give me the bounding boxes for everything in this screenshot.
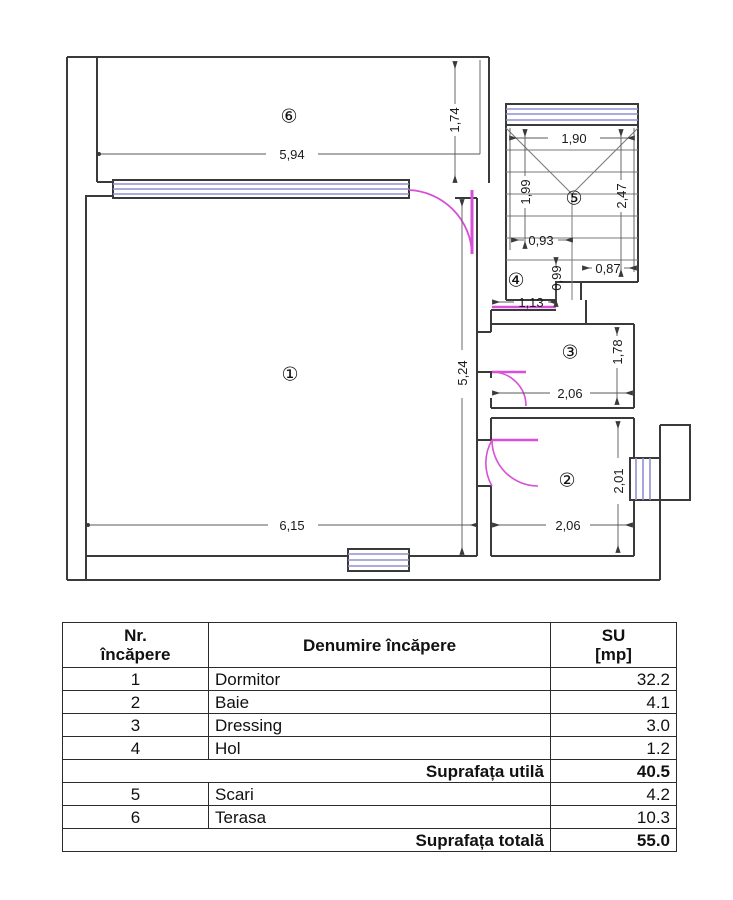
cell-su: 4.1	[550, 690, 677, 715]
subtotal-spacer	[62, 759, 209, 784]
exterior-walls	[66, 56, 691, 581]
dimension-label: 0,87	[595, 261, 620, 276]
floor-plan-drawing: 5,94 1,74 1,90 1,99 2,47 0,93 0,87 0,99 …	[66, 56, 691, 581]
door-swing-arc-dressing	[477, 370, 527, 407]
room-number-circle-6: ⑥	[280, 107, 297, 128]
dimension-label: 1,13	[518, 295, 543, 310]
dimension-label: 1,78	[610, 339, 625, 364]
cell-nr: 4	[62, 736, 209, 761]
table-row: 6 Terasa 10.3	[62, 805, 677, 830]
table-row: 2 Baie 4.1	[62, 690, 677, 715]
cell-su: 32.2	[550, 667, 677, 692]
cell-nr: 2	[62, 690, 209, 715]
table-header: Nr. încăpere Denumire încăpere SU [mp]	[62, 621, 677, 669]
bedroom-bottom-window	[347, 548, 410, 572]
header-nr: Nr. încăpere	[62, 621, 209, 669]
cell-su: 1.2	[550, 736, 677, 761]
dressing-walls	[476, 323, 635, 409]
dimension-lines	[86, 60, 637, 555]
dimension-label: 0,93	[528, 233, 553, 248]
cell-name: Hol	[208, 736, 551, 761]
dimension-label: 5,24	[455, 360, 470, 385]
header-su-line1: SU	[601, 626, 626, 645]
header-nr-line1: Nr.	[124, 626, 147, 645]
cell-name: Scari	[208, 782, 551, 807]
room-number-circle-1: ①	[281, 365, 298, 386]
dimension-label: 2,06	[555, 518, 580, 533]
cell-name: Baie	[208, 690, 551, 715]
header-name: Denumire încăpere	[208, 621, 551, 669]
header-row: Nr. încăpere Denumire încăpere SU [mp]	[62, 621, 677, 669]
dimension-labels: 5,94 1,74 1,90 1,99 2,47 0,93 0,87 0,99 …	[279, 107, 629, 533]
room-number-markers: ① ② ③ ④ ⑤ ⑥	[280, 107, 582, 492]
room-table: Nr. încăpere Denumire încăpere SU [mp] 1…	[62, 621, 677, 853]
table-row: 4 Hol 1.2	[62, 736, 677, 761]
dimension-label: 1,99	[518, 179, 533, 204]
dimension-label: 2,01	[611, 468, 626, 493]
room-number-circle-3: ③	[561, 343, 578, 364]
header-su: SU [mp]	[550, 621, 677, 669]
table-row: 3 Dressing 3.0	[62, 713, 677, 738]
cell-nr: 1	[62, 667, 209, 692]
room-schedule-table: Nr. încăpere Denumire încăpere SU [mp] 1…	[62, 621, 677, 853]
subtotal-value: 40.5	[550, 759, 677, 784]
stairwell-window	[505, 103, 639, 126]
total-value: 55.0	[550, 828, 677, 853]
dimension-label: 1,90	[561, 131, 586, 146]
dimension-label: 2,06	[557, 386, 582, 401]
cell-nr: 6	[62, 805, 209, 830]
door-swing-arc-baie	[485, 438, 539, 487]
total-row: Suprafața totală 55.0	[62, 828, 677, 853]
dimension-label: 6,15	[279, 518, 304, 533]
table-row: 5 Scari 4.2	[62, 782, 677, 807]
table-row: 1 Dormitor 32.2	[62, 667, 677, 692]
cell-su: 3.0	[550, 713, 677, 738]
table-body: 1 Dormitor 32.2 2 Baie 4.1 3 Dressing 3.…	[62, 667, 677, 853]
door-swing-arc-bedroom	[408, 189, 474, 255]
room-number-circle-2: ②	[558, 471, 575, 492]
dimension-label: 1,74	[447, 107, 462, 132]
total-label: Suprafața totală	[208, 828, 551, 853]
dimension-label: 5,94	[279, 147, 304, 162]
terrace-outline	[97, 56, 490, 183]
plan-svg: 5,94 1,74 1,90 1,99 2,47 0,93 0,87 0,99 …	[66, 56, 691, 581]
cell-nr: 3	[62, 713, 209, 738]
cell-name: Terasa	[208, 805, 551, 830]
room-number-circle-5: ⑤	[565, 189, 582, 210]
cell-su: 4.2	[550, 782, 677, 807]
cell-su: 10.3	[550, 805, 677, 830]
header-nr-line2: încăpere	[100, 645, 171, 665]
baie-walls	[476, 417, 635, 557]
subtotal-label: Suprafața utilă	[208, 759, 551, 784]
header-su-line2: [mp]	[595, 645, 632, 665]
subtotal-row: Suprafața utilă 40.5	[62, 759, 677, 784]
cell-name: Dressing	[208, 713, 551, 738]
baie-window	[629, 457, 661, 501]
total-spacer	[62, 828, 209, 853]
room-number-circle-4: ④	[507, 271, 524, 292]
dimension-label: 0,99	[549, 265, 564, 290]
cell-nr: 5	[62, 782, 209, 807]
cell-name: Dormitor	[208, 667, 551, 692]
terrace-bedroom-window	[112, 179, 410, 199]
dimension-label: 2,47	[614, 183, 629, 208]
